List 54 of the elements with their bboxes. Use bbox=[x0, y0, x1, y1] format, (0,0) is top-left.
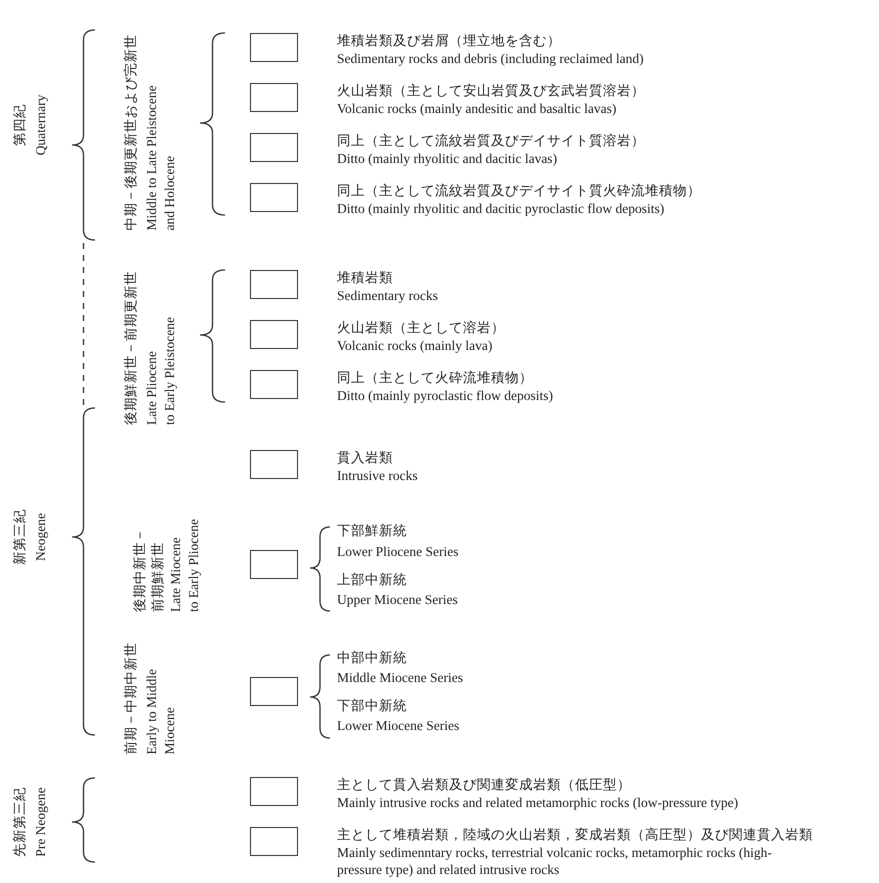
legend-swatch bbox=[250, 83, 298, 112]
legend-text: Lower Miocene Series bbox=[337, 717, 460, 734]
legend-swatch bbox=[250, 550, 298, 579]
legend-text: 主として堆積岩類，陸域の火山岩類，変成岩類（高圧型）及び関連貫入岩類 bbox=[337, 826, 813, 843]
legend-text: Sedimentary rocks and debris (including reclaimed land) bbox=[337, 50, 644, 67]
legend-text: Ditto (mainly rhyolitic and dacitic pyroclastic flow deposits) bbox=[337, 200, 664, 217]
epoch-label: 前期－中期中新世 bbox=[122, 641, 139, 754]
legend-text: Volcanic rocks (mainly lava) bbox=[337, 337, 492, 354]
legend-text: 貫入岩類 bbox=[337, 449, 393, 466]
legend-swatch bbox=[250, 677, 298, 706]
legend-text: 堆積岩類 bbox=[337, 269, 393, 286]
legend-text: 火山岩類（主として安山岩質及び玄武岩質溶岩） bbox=[337, 82, 645, 99]
legend-text: Mainly sedimenntary rocks, terrestrial volcanic rocks, metamorphic rocks (high-pressure type) and related intrusive rocks bbox=[337, 844, 773, 878]
legend-text: 火山岩類（主として溶岩） bbox=[337, 319, 505, 336]
legend-text: Volcanic rocks (mainly andesitic and basaltic lavas) bbox=[337, 100, 616, 117]
legend-swatch bbox=[250, 827, 298, 856]
legend-swatch bbox=[250, 777, 298, 806]
period-label: 新第三紀 bbox=[11, 508, 28, 567]
legend-swatch bbox=[250, 33, 298, 62]
legend-text: Lower Pliocene Series bbox=[337, 543, 458, 560]
legend-swatch bbox=[250, 183, 298, 212]
period-label: Neogene bbox=[32, 512, 49, 563]
epoch-label: Middle to Late Pleistocene and Holocene bbox=[143, 84, 178, 230]
epoch-label: Late Pliocene to Early Pleistocene bbox=[143, 316, 178, 425]
legend-text: 同上（主として流紋岩質及びデイサイト質火砕流堆積物） bbox=[337, 182, 701, 199]
epoch-label: 後期鮮新世－前期更新世 bbox=[122, 270, 139, 425]
legend-swatch bbox=[250, 370, 298, 399]
period-label: Quaternary bbox=[32, 94, 49, 158]
legend-text: Middle Miocene Series bbox=[337, 669, 463, 686]
legend-text: Mainly intrusive rocks and related metamorphic rocks (low-pressure type) bbox=[337, 794, 738, 811]
legend-swatch bbox=[250, 133, 298, 162]
epoch-label: 後期中新世－前期鮮新世 bbox=[131, 527, 166, 612]
legend-text: 同上（主として火砕流堆積物） bbox=[337, 369, 533, 386]
epoch-label: 中期－後期更新世および完新世 bbox=[122, 33, 139, 230]
legend-text: Intrusive rocks bbox=[337, 467, 418, 484]
period-label: Pre Neogene bbox=[32, 786, 49, 859]
legend-swatch bbox=[250, 270, 298, 299]
legend-text: 中部中新統 bbox=[337, 649, 407, 666]
epoch-label: Early to Middle Miocene bbox=[143, 668, 178, 754]
legend-text: Upper Miocene Series bbox=[337, 591, 458, 608]
legend-text: Ditto (mainly pyroclastic flow deposits) bbox=[337, 387, 553, 404]
period-label: 先新第三紀 bbox=[11, 786, 28, 859]
legend-text: 主として貫入岩類及び関連変成岩類（低圧型） bbox=[337, 776, 631, 793]
legend-text: 堆積岩類及び岩屑（埋立地を含む） bbox=[337, 32, 561, 49]
legend-text: Ditto (mainly rhyolitic and dacitic lavas) bbox=[337, 150, 558, 167]
legend-text: 下部鮮新統 bbox=[337, 522, 407, 539]
legend-swatch bbox=[250, 320, 298, 349]
legend-text: Sedimentary rocks bbox=[337, 287, 438, 304]
period-label: 第四紀 bbox=[11, 103, 28, 148]
legend-text: 同上（主として流紋岩質及びデイサイト質溶岩） bbox=[337, 132, 645, 149]
legend-swatch bbox=[250, 450, 298, 479]
legend-text: 上部中新統 bbox=[337, 571, 407, 588]
legend-text: 下部中新統 bbox=[337, 697, 407, 714]
epoch-label: Late Miocene to Early Pliocene bbox=[167, 518, 202, 612]
